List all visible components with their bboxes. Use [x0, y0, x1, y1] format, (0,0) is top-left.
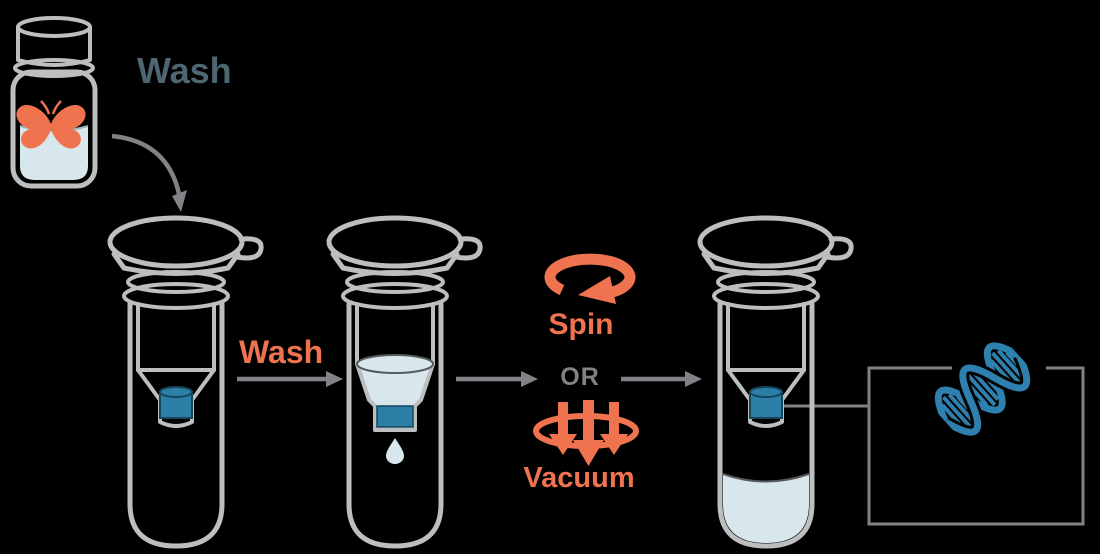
lid-tab	[234, 236, 264, 261]
spin-column-wash-added	[326, 215, 483, 549]
flow-through-drop	[386, 438, 404, 464]
result-box	[867, 366, 1085, 526]
membrane	[159, 386, 193, 419]
lid-tab	[453, 236, 483, 261]
collected-flow-through	[723, 474, 809, 543]
wash-bottle	[10, 16, 98, 189]
membrane	[376, 405, 414, 428]
spin-icon	[544, 253, 636, 304]
wash-arrow	[237, 371, 343, 387]
or-label: OR	[560, 363, 600, 391]
butterfly-icon	[16, 100, 86, 149]
spin-label: Spin	[548, 308, 614, 341]
spin-column-washed	[697, 215, 854, 549]
lid-tab	[824, 236, 854, 261]
vacuum-label: Vacuum	[523, 462, 635, 494]
dna-helix-icon	[926, 334, 1040, 445]
spin-column-closed	[107, 215, 264, 549]
wash-step-label: Wash	[239, 334, 324, 370]
curved-arrow	[111, 133, 187, 212]
membrane	[749, 386, 783, 419]
or-right-arrow	[621, 371, 702, 387]
or-left-arrow	[456, 371, 538, 387]
vacuum-icon	[533, 400, 639, 466]
reagent-wash-label: Wash	[137, 50, 232, 91]
